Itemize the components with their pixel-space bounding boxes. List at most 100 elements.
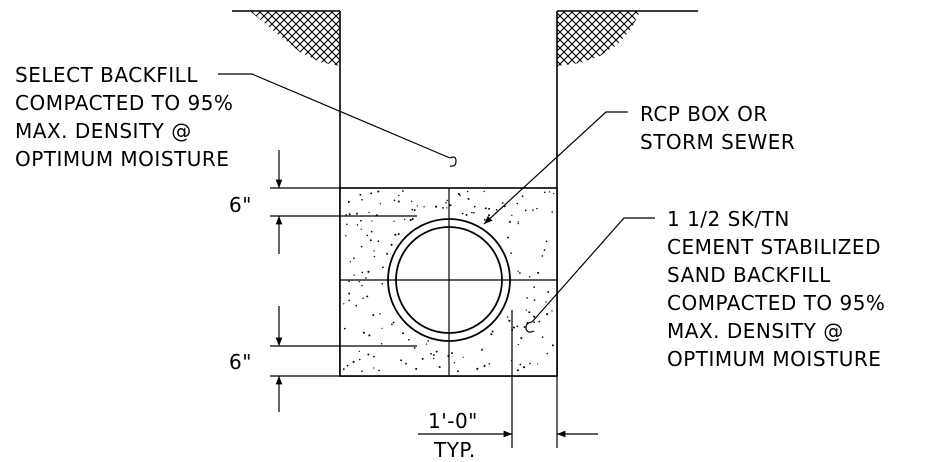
note-cement-line-6: OPTIMUM MOISTURE — [667, 347, 881, 371]
sand-dot — [446, 207, 448, 209]
note-cement-line-1: 1 1/2 SK/TN — [667, 207, 790, 231]
sand-dot — [501, 202, 504, 204]
sand-dot — [403, 218, 406, 221]
sand-dot — [413, 347, 416, 349]
sand-dot — [377, 240, 380, 243]
sand-dot — [533, 286, 536, 288]
sand-dot — [528, 275, 531, 278]
sand-dot — [537, 363, 539, 365]
sand-dot — [425, 343, 428, 345]
soil-hatch-left — [250, 11, 340, 66]
sand-dot — [545, 240, 548, 243]
soil-hatch-right — [557, 11, 640, 66]
sand-dot — [445, 201, 447, 204]
sand-dot — [358, 280, 360, 283]
dimension-side-clearance-label: 1'-0" — [428, 409, 478, 433]
sand-dot — [532, 209, 534, 211]
sand-dot — [400, 359, 403, 362]
sand-dot — [373, 255, 376, 258]
sand-dot — [356, 224, 359, 226]
sand-dot — [537, 271, 540, 274]
sand-dot — [382, 266, 384, 269]
sand-dot — [410, 200, 413, 203]
sand-dot — [369, 239, 372, 242]
sand-dot — [402, 190, 404, 192]
dimension-side-clearance-note: TYP. — [433, 438, 476, 462]
sand-dot — [352, 360, 355, 363]
sand-dot — [360, 245, 363, 248]
sand-dot — [533, 315, 536, 318]
sand-dot — [358, 350, 360, 353]
sand-dot — [520, 337, 523, 340]
sand-dot — [446, 199, 448, 202]
sand-dot — [526, 297, 528, 299]
sand-dot — [381, 282, 384, 285]
sand-dot — [488, 207, 491, 210]
sand-dot — [517, 221, 519, 223]
sand-dot — [473, 212, 475, 214]
sand-dot — [547, 291, 550, 293]
sand-dot — [523, 326, 526, 328]
sand-dot — [548, 191, 551, 193]
sand-dot — [394, 233, 397, 236]
note-select-backfill: SELECT BACKFILL COMPACTED TO 95% MAX. DE… — [15, 63, 457, 171]
sand-dot — [393, 199, 396, 202]
sand-dot — [523, 366, 526, 369]
sand-dot — [506, 236, 509, 239]
sand-dot — [398, 194, 400, 197]
sand-dot — [490, 333, 493, 336]
sand-dot — [453, 361, 456, 364]
sand-dot — [551, 344, 554, 347]
sand-dot — [416, 205, 419, 207]
sand-dot — [435, 205, 438, 208]
sand-dot — [491, 330, 494, 333]
sand-dot — [519, 363, 522, 366]
sand-dot — [372, 314, 375, 316]
sand-dot — [545, 301, 547, 303]
sand-dot — [461, 212, 464, 215]
sand-dot — [511, 214, 513, 217]
sand-dot — [544, 191, 546, 194]
sand-dot — [473, 205, 476, 208]
sand-dot — [546, 313, 549, 316]
pipe-leader — [483, 111, 628, 225]
sand-dot — [517, 270, 519, 272]
sand-dot — [517, 222, 519, 225]
sand-dot — [533, 299, 536, 301]
sand-dot — [487, 214, 490, 217]
sand-dot — [368, 334, 371, 337]
sand-dot — [528, 311, 531, 314]
sand-dot — [371, 220, 373, 222]
note-select-backfill-line-4: OPTIMUM MOISTURE — [15, 147, 229, 171]
sand-dot — [525, 309, 527, 311]
sand-dot — [381, 327, 383, 329]
sand-dot — [397, 200, 400, 203]
sand-dot — [435, 350, 438, 353]
sand-dot — [343, 303, 345, 305]
sand-dot — [519, 272, 521, 274]
sand-dot — [516, 369, 519, 372]
sand-dot — [536, 207, 538, 210]
sand-dot — [438, 365, 441, 369]
sand-dot — [355, 304, 358, 307]
sand-dot — [427, 340, 430, 342]
dimension-top-cover: 6" — [229, 150, 340, 254]
sand-dot — [391, 323, 393, 326]
sand-dot — [362, 331, 365, 334]
select-backfill-leader-hook — [449, 156, 457, 167]
sand-dot — [346, 364, 349, 367]
sand-dot — [541, 336, 544, 338]
sand-dot — [466, 190, 469, 193]
sand-dot — [346, 223, 348, 225]
sand-dot — [405, 362, 407, 365]
sand-dot — [359, 193, 362, 196]
sand-dot — [411, 218, 414, 220]
sand-dot — [348, 280, 350, 283]
note-select-backfill-line-3: MAX. DENSITY @ — [15, 119, 192, 143]
note-pipe-line-2: STORM SEWER — [640, 130, 795, 154]
sand-dot — [411, 208, 414, 211]
sand-dot — [512, 326, 515, 329]
sand-dot — [516, 202, 519, 205]
sand-dot — [467, 197, 470, 200]
sand-dot — [543, 249, 546, 251]
